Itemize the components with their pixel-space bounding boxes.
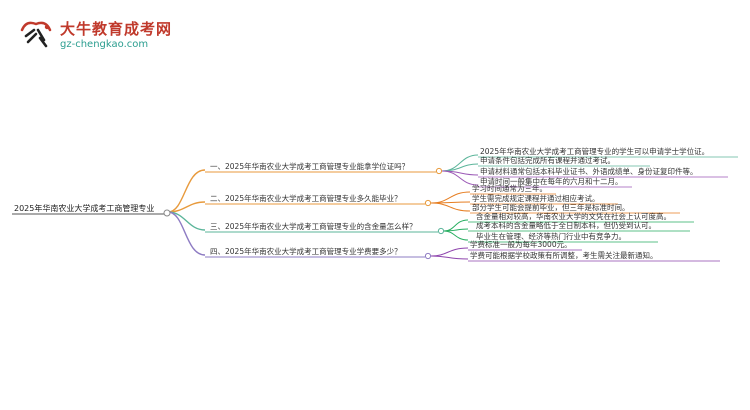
branch2-dot	[424, 199, 432, 207]
leaf-1-2: 申请条件包括完成所有课程并通过考试。	[480, 156, 615, 165]
branch4-dot	[424, 252, 432, 260]
branch-4-label[interactable]: 四、2025年华南农业大学成考工商管理专业学费要多少？	[210, 247, 402, 256]
leaf-2-3: 部分学生可能会提前毕业，但三年是标准时间。	[472, 203, 630, 212]
leaf-3-2: 成考本科的含金量略低于全日制本科，但仍受到认可。	[476, 221, 656, 230]
connector-root-branch3	[167, 211, 206, 231]
connector-b4-l2	[430, 255, 469, 260]
connector-b1-l1	[441, 154, 479, 172]
branch-1-label[interactable]: 一、2025年华南农业大学成考工商管理专业能拿学位证吗？	[210, 162, 410, 171]
branch-2-label[interactable]: 二、2025年华南农业大学成考工商管理专业多久能毕业？	[210, 194, 402, 203]
brand-url[interactable]: gz-chengkao.com	[60, 39, 149, 50]
mindmap-root[interactable]: 2025年华南农业大学成考工商管理专业	[14, 204, 155, 213]
connector-root-branch4	[167, 211, 206, 256]
branch-3-label[interactable]: 三、2025年华南农业大学成考工商管理专业的含金量怎么样？	[210, 222, 417, 231]
connector-b2-l1	[430, 191, 471, 204]
leaf-3-1: 含金量相对较高，华南农业大学的文凭在社会上认可度高。	[476, 212, 671, 221]
leaf-3-3: 毕业生在管理、经济等热门行业中有竞争力。	[476, 232, 626, 241]
branch3-dot	[437, 227, 445, 235]
leaf-1-3: 申请材料通常包括本科毕业证书、外语成绩单、身份证复印件等。	[480, 167, 698, 176]
leaf-1-4: 申请时间一般集中在每年的六月和十二月。	[480, 177, 623, 186]
leaf-2-1: 学习时间通常为三年。	[472, 184, 547, 193]
leaf-4-2: 学费可能根据学校政策有所调整，考生需关注最新通知。	[470, 251, 658, 260]
site-logo[interactable]: 大牛教育成考网 gz-chengkao.com	[16, 14, 171, 58]
brand-name: 大牛教育成考网	[60, 20, 173, 38]
connector-b3-l3	[443, 230, 469, 241]
root-node-dot	[163, 209, 171, 217]
leaf-2-2: 学生需完成规定课程并通过相应考试。	[472, 194, 600, 203]
leaf-4-1: 学费标准一般为每年3000元。	[470, 240, 572, 249]
leaf-1-1: 2025年华南农业大学成考工商管理专业的学生可以申请学士学位证。	[480, 147, 710, 156]
connector-root-branch1	[167, 169, 206, 213]
bull-logo-icon	[20, 21, 52, 48]
branch1-dot	[435, 167, 443, 175]
connector-b2-l3	[430, 202, 471, 212]
connector-b1-l4	[441, 170, 479, 186]
connector-b4-l1	[430, 247, 469, 257]
